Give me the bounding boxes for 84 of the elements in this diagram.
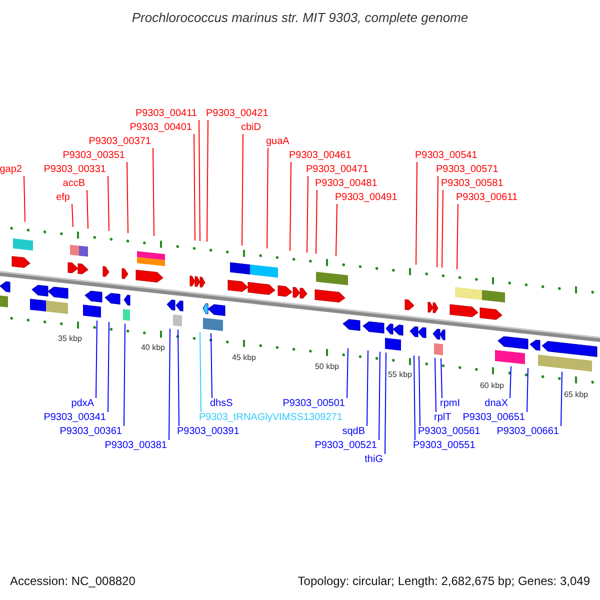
gene-label: accB xyxy=(62,178,85,190)
title: Prochlorococcus marinus str. MIT 9303, complete genome xyxy=(130,10,470,26)
leader-line xyxy=(416,162,418,266)
leader-line xyxy=(108,176,110,232)
gene-label: rplT xyxy=(434,412,452,424)
leader-line xyxy=(346,348,348,398)
leader-line xyxy=(198,120,200,242)
leader-line xyxy=(124,323,126,426)
leader-line xyxy=(442,190,444,268)
gene-label: P9303_00471 xyxy=(306,164,368,176)
gene-label: P9303_00611 xyxy=(456,192,518,204)
gene-label: P9303_00341 xyxy=(44,412,106,424)
leader-line xyxy=(560,371,562,426)
scale-label: 35 kbp xyxy=(57,334,83,344)
gene-label: P9303_00371 xyxy=(88,136,151,148)
leader-line xyxy=(210,332,212,398)
gene-label: sqdB xyxy=(342,426,365,438)
gene-label: P9303_00411 xyxy=(135,108,197,120)
scale-label: 40 kbp xyxy=(140,343,166,352)
gene-label: P9303_00501 xyxy=(282,398,345,410)
scale-label: 60 kbp xyxy=(479,380,505,390)
leader-line xyxy=(306,176,308,254)
gene-label: P9303_00521 xyxy=(314,440,377,452)
gene-label: cbiD xyxy=(241,122,262,134)
gene-label: rpmI xyxy=(440,398,460,410)
leader-line xyxy=(206,120,208,242)
gene-label: P9303_00541 xyxy=(415,150,478,162)
gene-label: pdxA xyxy=(71,398,94,410)
genome-summary-text: Topology: circular; Length: 2,682,675 bp; Genes: 3,049 xyxy=(298,574,590,588)
gene-label: P9303_00551 xyxy=(413,440,476,452)
scale-label: 50 kbp xyxy=(314,362,340,372)
gene-label: P9303_tRNAGlyVIMSS1309271 xyxy=(199,412,342,424)
leader-line xyxy=(440,358,442,398)
gene-label: guaA xyxy=(266,136,290,148)
gene-label: P9303_00351 xyxy=(62,150,125,162)
leader-line xyxy=(96,320,98,398)
scale-label: 55 kbp xyxy=(387,370,413,380)
leader-line xyxy=(414,355,416,440)
leader-line xyxy=(242,134,244,246)
gene-label: P9303_00331 xyxy=(44,164,106,176)
gene-label: P9303_00651 xyxy=(462,412,525,424)
gene-label: P9303_00391 xyxy=(177,426,240,438)
gene-label: P9303_00661 xyxy=(496,426,559,438)
leader-line xyxy=(108,322,110,412)
gene-label: P9303_00491 xyxy=(335,192,398,204)
gene-label: P9303_00361 xyxy=(60,426,122,438)
leader-line xyxy=(316,190,318,254)
gene-label: dnaX xyxy=(484,398,508,410)
gene-label: dhsS xyxy=(210,398,233,410)
gene-label: gap2 xyxy=(0,164,22,176)
leader-line xyxy=(178,329,180,426)
scale-label: 65 kbp xyxy=(563,390,589,399)
gene-label: P9303_00581 xyxy=(441,178,504,190)
leader-line xyxy=(152,148,154,236)
leader-line xyxy=(200,332,202,412)
leader-line xyxy=(510,366,512,398)
gene-label: P9303_00571 xyxy=(436,164,498,176)
gene-label: P9303_00561 xyxy=(418,426,480,438)
leader-line xyxy=(336,204,338,256)
leader-line xyxy=(86,190,88,230)
leader-line xyxy=(434,357,436,412)
leader-line xyxy=(266,148,268,249)
accession-text: Accession: NC_008820 xyxy=(10,574,136,588)
gene-label: P9303_00381 xyxy=(104,440,167,452)
gene-label: P9303_00401 xyxy=(130,122,192,134)
leader-line xyxy=(168,328,170,440)
leader-line xyxy=(436,176,438,268)
gene-label: P9303_00421 xyxy=(206,108,268,120)
leader-line xyxy=(72,204,74,228)
gene-label: P9303_00481 xyxy=(315,178,378,190)
gene-label: thiG xyxy=(364,454,383,466)
leader-line xyxy=(366,350,368,426)
gene-label: efp xyxy=(56,192,70,204)
gene-label: P9303_00461 xyxy=(289,150,352,162)
leader-line xyxy=(456,204,458,270)
leader-line xyxy=(526,368,528,412)
scale-label: 45 kbp xyxy=(231,353,257,362)
leader-line xyxy=(378,351,380,440)
leader-line xyxy=(290,162,292,252)
leader-line xyxy=(194,134,196,241)
leader-line xyxy=(24,176,26,222)
leader-line xyxy=(126,162,128,234)
leader-line xyxy=(418,356,420,426)
leader-line xyxy=(384,352,386,454)
